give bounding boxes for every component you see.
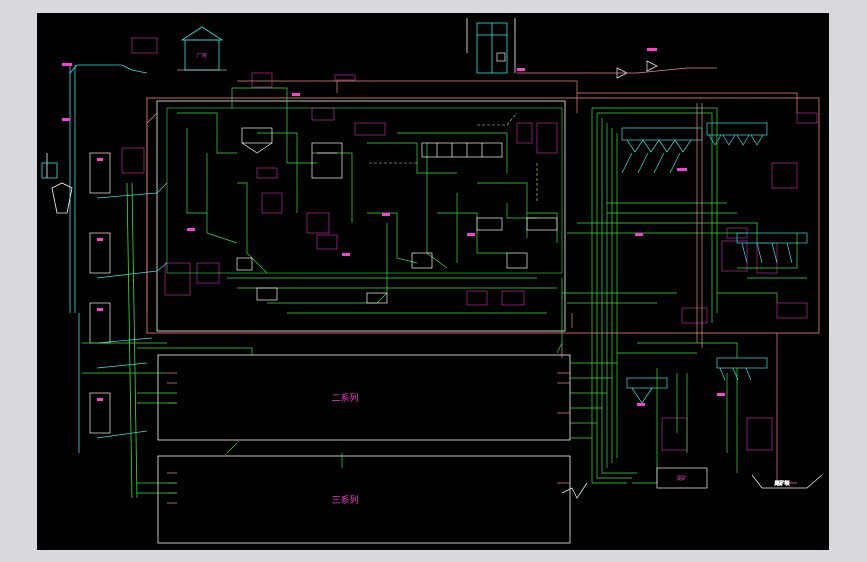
- section-2-frame: [157, 354, 571, 441]
- tailing-pond: 尾矿坝: [561, 474, 823, 499]
- left-column: [41, 64, 148, 499]
- section-2-label: 二系列: [331, 392, 358, 404]
- magenta-tags: [62, 48, 725, 406]
- salmon-pipes: [146, 67, 798, 504]
- section-feed-lines: [137, 278, 617, 494]
- pond-label: 尾矿坝: [774, 480, 789, 487]
- control-lines: [367, 112, 538, 203]
- process-equipment: [236, 52, 708, 489]
- process-flow-diagram: 二系列 三系列 厂房: [41, 18, 823, 544]
- section-3-frame: [157, 455, 571, 544]
- green-process-lines: [177, 87, 558, 314]
- parameter-tables: [121, 37, 818, 451]
- main-frames: [146, 97, 820, 544]
- building-icon: 厂房: [177, 26, 227, 71]
- drawing-canvas: 二系列 三系列 厂房: [37, 13, 829, 550]
- house-label: 厂房: [197, 52, 207, 59]
- section-3-label: 三系列: [331, 494, 358, 506]
- tower-unit: [466, 18, 516, 74]
- right-pipe-bus: [562, 107, 807, 484]
- flotation-cells: [621, 122, 808, 404]
- equipment-stack-left: [82, 152, 168, 439]
- tailings-box-label: 尾矿: [677, 475, 687, 482]
